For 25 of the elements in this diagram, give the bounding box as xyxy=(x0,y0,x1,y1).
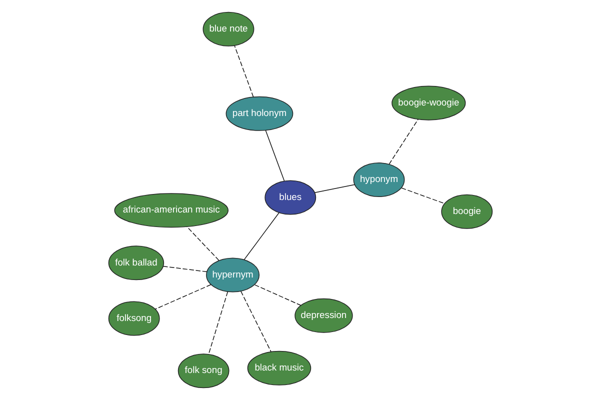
connector xyxy=(388,118,418,165)
connector xyxy=(243,212,279,260)
node-ellipse: blues xyxy=(264,180,316,215)
connector xyxy=(154,284,211,310)
node-ellipse: folk ballad xyxy=(108,246,164,280)
node-ellipse: folk song xyxy=(177,354,229,388)
connector xyxy=(264,130,284,182)
node-ellipse: african-american music xyxy=(114,193,228,228)
node-ellipse: folksong xyxy=(108,301,160,336)
connector xyxy=(240,290,271,352)
connector xyxy=(254,284,301,306)
connector xyxy=(186,226,219,261)
node-ellipse: boogie xyxy=(440,194,492,229)
connector xyxy=(314,184,354,193)
node-ellipse: part holonym xyxy=(225,96,293,131)
node-ellipse: depression xyxy=(294,298,352,333)
connector xyxy=(234,45,254,98)
node-ellipse: black music xyxy=(246,350,311,386)
connector xyxy=(400,188,444,204)
connector xyxy=(208,291,228,354)
node-ellipse: hyponym xyxy=(352,162,404,198)
node-ellipse: blue note xyxy=(202,12,254,46)
node-ellipse: boogie-woogie xyxy=(391,86,466,120)
connector xyxy=(162,266,207,272)
node-ellipse: hypernym xyxy=(206,258,260,292)
